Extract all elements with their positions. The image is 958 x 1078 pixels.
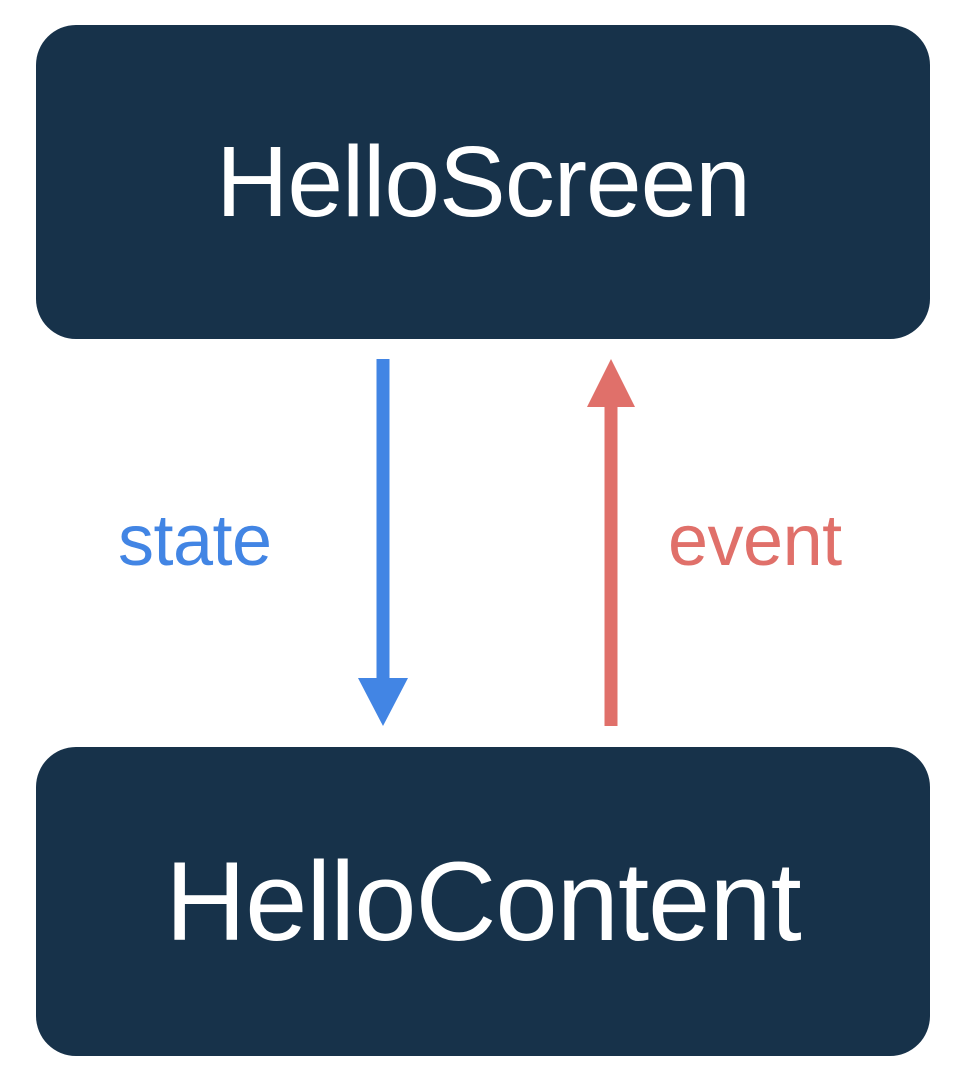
edge-label-event: event	[668, 501, 842, 581]
event-arrow-up	[587, 359, 635, 726]
node-hello-screen[interactable]: HelloScreen	[36, 25, 930, 339]
node-hello-content[interactable]: HelloContent	[36, 747, 930, 1056]
node-hello-content-label: HelloContent	[165, 838, 801, 964]
edge-label-state: state	[118, 501, 272, 581]
state-arrow-down	[358, 359, 408, 726]
node-hello-screen-label: HelloScreen	[216, 126, 751, 238]
